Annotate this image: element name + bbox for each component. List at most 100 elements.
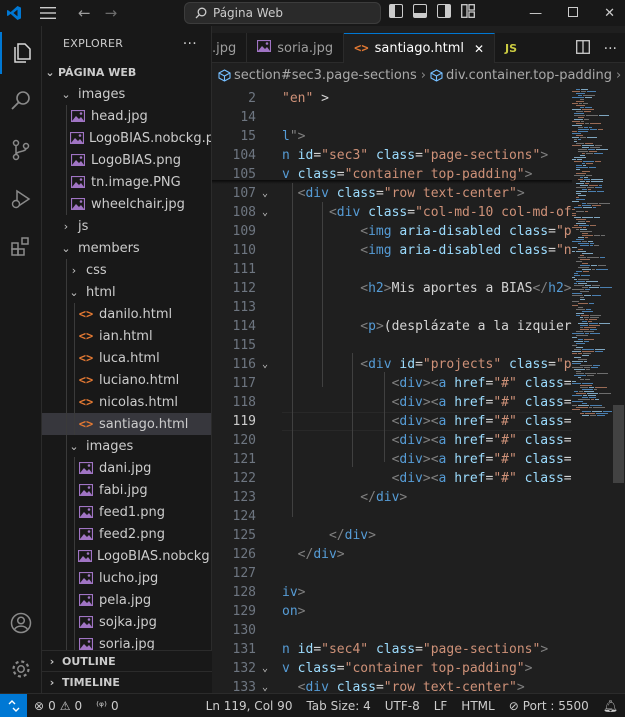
tree-file[interactable]: <>luca.html <box>42 347 211 369</box>
code-line[interactable]: 122 <div><a href="#" class=" <box>212 469 572 488</box>
code-line[interactable]: 118 <div><a href="#" class=" <box>212 393 572 412</box>
tree-file[interactable]: <>ian.html <box>42 325 211 347</box>
fold-chevron-icon[interactable]: ⌄ <box>262 663 269 674</box>
tree-file[interactable]: LogoBIAS.nobckg.png <box>42 127 211 149</box>
code-line[interactable]: 125 </div> <box>212 526 572 545</box>
forward-arrow-icon[interactable]: → <box>104 4 118 22</box>
tree-folder[interactable]: ›css <box>42 259 211 281</box>
tree-folder[interactable]: ⌄members <box>42 237 211 259</box>
code-line[interactable]: 107⌄ <div class="row text-center"> <box>212 184 572 203</box>
fold-chevron-icon[interactable]: ⌄ <box>262 188 269 199</box>
minimize-icon[interactable]: — <box>529 5 543 21</box>
code-line[interactable]: 133⌄ <div class="row text-center"> <box>212 678 572 693</box>
toggle-secondary-sidebar-icon[interactable] <box>437 4 451 18</box>
tree-file[interactable]: lucho.jpg <box>42 567 211 589</box>
command-center-search[interactable]: Página Web <box>184 2 381 24</box>
tree-file[interactable]: fabi.jpg <box>42 479 211 501</box>
code-line[interactable]: 113 <box>212 298 572 317</box>
language-mode[interactable]: HTML <box>461 698 495 713</box>
code-line[interactable]: 126 </div> <box>212 545 572 564</box>
menu-icon[interactable] <box>28 0 68 26</box>
code-line[interactable]: 121 <div><a href="#" class=" <box>212 450 572 469</box>
code-line[interactable]: 110 <img aria-disabled class="ne <box>212 241 572 260</box>
more-actions-icon[interactable]: ··· <box>182 35 197 52</box>
back-arrow-icon[interactable]: ← <box>78 4 91 22</box>
live-server-port[interactable]: ⊘ Port : 5500 <box>502 699 596 713</box>
tree-file[interactable]: head.jpg <box>42 105 211 127</box>
tab-size[interactable]: Tab Size: 4 <box>306 698 371 713</box>
breadcrumb-item[interactable]: section#sec3.page-sections <box>234 67 417 83</box>
accounts-icon[interactable] <box>0 602 42 644</box>
tree-file[interactable]: <>luciano.html <box>42 369 211 391</box>
timeline-section[interactable]: › TIMELINE <box>42 671 212 693</box>
tree-file[interactable]: dani.jpg <box>42 457 211 479</box>
customize-layout-icon[interactable] <box>461 4 475 18</box>
code-line[interactable]: 123 </div> <box>212 488 572 507</box>
code-line[interactable]: 132⌄v class="container top-padding"> <box>212 659 572 678</box>
tree-file[interactable]: LogoBIAS.png <box>42 149 211 171</box>
workspace-root[interactable]: ⌄ PÁGINA WEB <box>42 61 211 83</box>
manage-gear-icon[interactable] <box>0 648 42 690</box>
tab-image[interactable]: .jpg <box>212 33 248 63</box>
code-line[interactable]: 108⌄ <div class="col-md-10 col-md-off <box>212 203 572 222</box>
code-line[interactable]: 111 <box>212 260 572 279</box>
notifications-bell-icon[interactable]: 🔔︎ <box>602 698 618 713</box>
tree-file[interactable]: sojka.jpg <box>42 611 211 633</box>
code-line[interactable]: 127 <box>212 564 572 583</box>
code-line[interactable]: 114 <p>(desplázate a la izquierd <box>212 317 572 336</box>
tree-folder[interactable]: ⌄images <box>42 435 211 457</box>
problems-status[interactable]: ⊗0 ⚠0 <box>27 699 89 713</box>
toggle-panel-icon[interactable] <box>413 4 427 18</box>
cursor-position[interactable]: Ln 119, Col 90 <box>205 698 293 713</box>
tab-html[interactable]: <>santiago.html✕ <box>344 33 496 63</box>
fold-chevron-icon[interactable]: ⌄ <box>262 682 269 693</box>
close-window-icon[interactable]: ✕ <box>604 5 615 21</box>
breadcrumb-item[interactable]: div.container.top-padding <box>446 67 613 83</box>
tree-folder[interactable]: ›js <box>42 215 211 237</box>
code-line[interactable]: 117 <div><a href="#" class=" <box>212 374 572 393</box>
code-line[interactable]: 130 <box>212 621 572 640</box>
minimap[interactable] <box>572 87 612 693</box>
fold-chevron-icon[interactable]: ⌄ <box>262 207 269 218</box>
maximize-icon[interactable] <box>568 6 579 21</box>
vertical-scrollbar[interactable] <box>612 87 625 693</box>
run-and-debug-icon[interactable] <box>0 178 42 220</box>
code-line[interactable]: 116⌄ <div id="projects" class="po <box>212 355 572 374</box>
tree-file[interactable]: <>nicolas.html <box>42 391 211 413</box>
tree-file[interactable]: feed2.png <box>42 523 211 545</box>
code-line[interactable]: 109 <img aria-disabled class="pr <box>212 222 572 241</box>
file-encoding[interactable]: UTF-8 <box>384 698 420 713</box>
tree-file[interactable]: tn.image.PNG <box>42 171 211 193</box>
outline-section[interactable]: › OUTLINE <box>42 650 212 672</box>
code-line[interactable]: 119 <div><a href="#" class=" <box>212 412 572 431</box>
explorer-files-icon[interactable] <box>0 32 42 74</box>
tab-image[interactable]: soria.jpg <box>247 33 345 63</box>
fold-chevron-icon[interactable]: ⌄ <box>262 359 269 370</box>
remote-indicator-icon[interactable] <box>0 693 27 717</box>
split-editor-icon[interactable] <box>575 40 590 58</box>
tree-file[interactable]: wheelchair.jpg <box>42 193 211 215</box>
end-of-line[interactable]: LF <box>433 698 448 713</box>
tree-folder[interactable]: ⌄images <box>42 83 211 105</box>
tree-file[interactable]: LogoBIAS.nobckg.... <box>42 545 211 567</box>
ports-status[interactable]: ⁽ᵠ⁾0 <box>89 699 126 713</box>
extensions-icon[interactable] <box>0 226 42 268</box>
code-line[interactable]: 120 <div><a href="#" class=" <box>212 431 572 450</box>
tree-file[interactable]: feed1.png <box>42 501 211 523</box>
code-line[interactable]: 115 <box>212 336 572 355</box>
tab-js[interactable]: JS <box>495 33 527 63</box>
more-actions-icon[interactable]: ··· <box>603 41 617 57</box>
close-tab-icon[interactable]: ✕ <box>473 41 485 56</box>
toggle-primary-sidebar-icon[interactable] <box>389 4 403 18</box>
tree-file[interactable]: soria.jpg <box>42 633 211 655</box>
tree-file[interactable]: <>santiago.html <box>42 413 211 435</box>
code-line[interactable]: 2"en" > <box>212 89 572 108</box>
search-activity-icon[interactable] <box>0 80 42 122</box>
tree-file[interactable]: <>danilo.html <box>42 303 211 325</box>
